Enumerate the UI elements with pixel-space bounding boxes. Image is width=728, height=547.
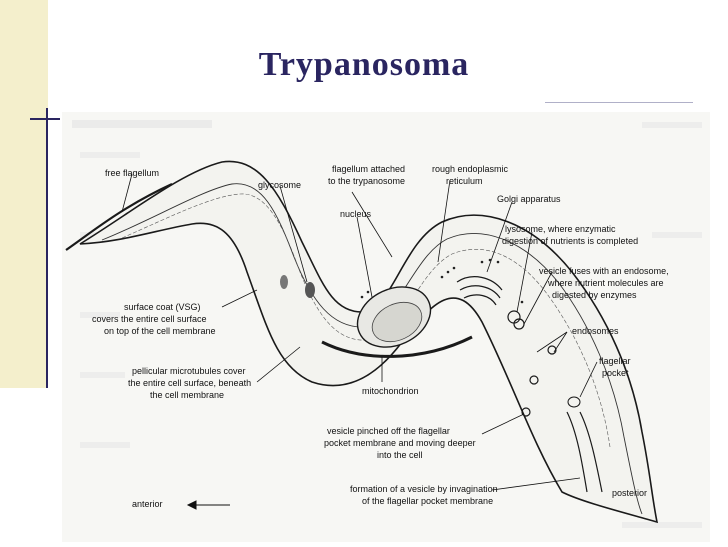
trypanosoma-figure: free flagellum glycosome flagellum attac… (62, 112, 710, 542)
label-lysosome-1: lysosome, where enzymatic (505, 224, 616, 234)
title-rule-right (545, 102, 693, 103)
label-formation-1: formation of a vesicle by invagination (350, 484, 498, 494)
title-rule-left (30, 118, 60, 120)
golgi-shape (456, 276, 503, 306)
endosome-shape (529, 375, 539, 385)
label-nucleus: nucleus (340, 209, 372, 219)
label-formation-2: of the flagellar pocket membrane (362, 496, 493, 506)
label-rough-er-1: rough endoplasmic (432, 164, 509, 174)
label-vesicle-fuses-2: where nutrient molecules are (547, 278, 664, 288)
endosome-shape (547, 345, 557, 355)
label-vesicle-pinched-2: pocket membrane and moving deeper (324, 438, 476, 448)
label-flagellum-attached-2: to the trypanosome (328, 176, 405, 186)
glycosome-shape (280, 275, 288, 289)
glycosome-shape (305, 282, 315, 298)
label-flagellum-attached-1: flagellum attached (332, 164, 405, 174)
pocket-vesicle-shape (567, 396, 581, 408)
label-flagellar-pocket-1: flagellar (599, 356, 631, 366)
label-mitochondrion: mitochondrion (362, 386, 419, 396)
label-pellicular-2: the entire cell surface, beneath (128, 378, 251, 388)
leader-lines (121, 173, 598, 491)
label-pellicular-1: pellicular microtubules cover (132, 366, 246, 376)
label-free-flagellum: free flagellum (105, 168, 159, 178)
label-posterior: posterior (612, 488, 647, 498)
label-flagellar-pocket-2: pocket (602, 368, 629, 378)
left-accent-band (0, 0, 48, 388)
rough-er-dots (360, 258, 524, 304)
label-anterior: anterior (132, 499, 163, 509)
label-glycosome: glycosome (258, 180, 301, 190)
nucleolus-shape (371, 301, 423, 343)
flagellar-pocket-shape (566, 411, 603, 493)
label-golgi: Golgi apparatus (497, 194, 561, 204)
label-lysosome-2: digestion of nutrients is completed (502, 236, 638, 246)
label-vesicle-fuses-3: digested by enzymes (552, 290, 637, 300)
label-endosomes: endosomes (572, 326, 619, 336)
vesicle-shape (521, 407, 531, 417)
label-surface-coat-3: on top of the cell membrane (104, 326, 216, 336)
slide-title: Trypanosoma (258, 46, 470, 83)
anterior-arrow (186, 500, 230, 510)
mitochondrion-shape (321, 335, 473, 358)
trypanosoma-diagram: free flagellum glycosome flagellum attac… (65, 120, 702, 528)
label-vesicle-pinched-3: into the cell (377, 450, 423, 460)
left-divider (46, 108, 48, 388)
label-rough-er-2: reticulum (446, 176, 483, 186)
label-vesicle-fuses-1: vesicle fuses with an endosome, (539, 266, 669, 276)
inner-membrane (101, 183, 643, 515)
label-vesicle-pinched-1: vesicle pinched off the flagellar (327, 426, 450, 436)
free-flagellum (65, 183, 173, 251)
label-surface-coat-1: surface coat (VSG) (124, 302, 201, 312)
label-surface-coat-2: covers the entire cell surface (92, 314, 207, 324)
label-pellicular-3: the cell membrane (150, 390, 224, 400)
microtubule-lines (121, 193, 611, 448)
